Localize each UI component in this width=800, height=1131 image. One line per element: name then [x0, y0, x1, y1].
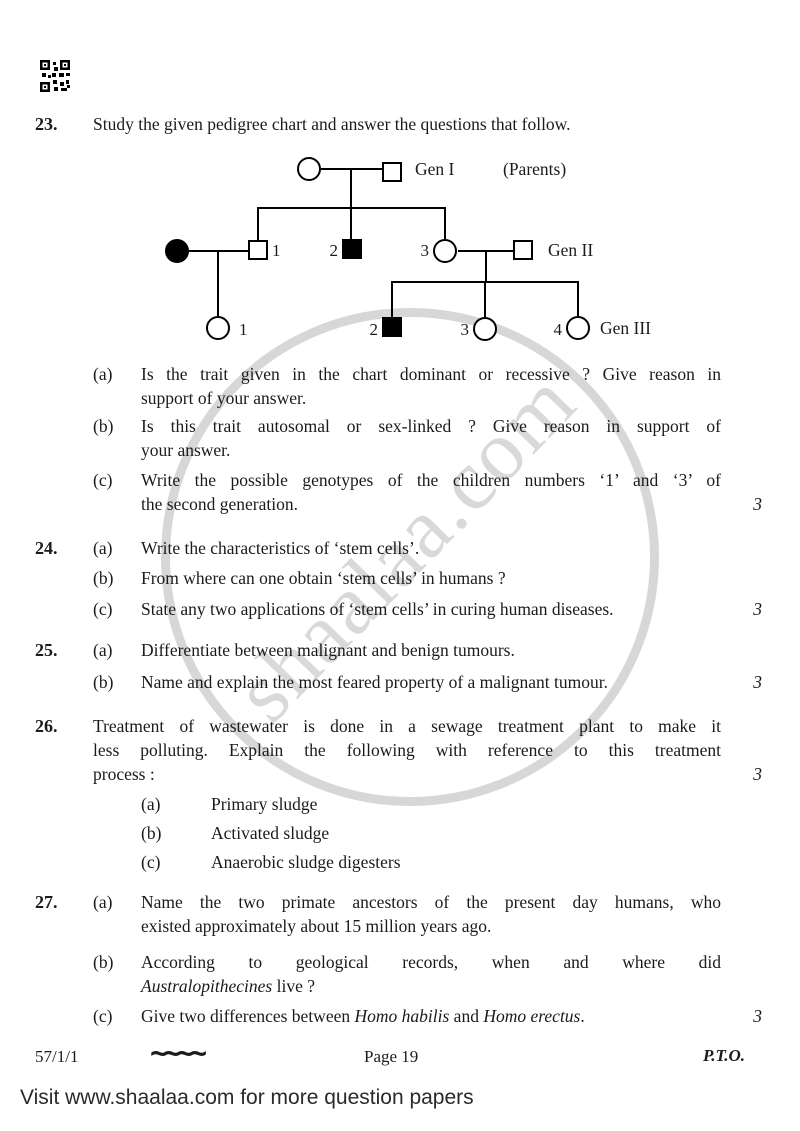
- part-text: Australopithecines live ?: [141, 974, 315, 998]
- part-label: (b): [93, 416, 114, 436]
- pedigree-line: [217, 251, 219, 316]
- question-number: 27.: [35, 892, 58, 912]
- gen3-number-1: 1: [239, 320, 248, 339]
- question-number: 23.: [35, 114, 58, 134]
- gen3-number-2: 2: [369, 320, 379, 339]
- parents-label: (Parents): [503, 159, 567, 179]
- pedigree-line: [577, 281, 579, 316]
- part-text: Give two differences between Homo habili…: [141, 1004, 585, 1028]
- part-label: (c): [141, 852, 161, 872]
- question-intro: less polluting. Explain the following wi…: [93, 740, 721, 760]
- part-label: (c): [93, 599, 113, 619]
- gen1-male-symbol: [382, 162, 402, 182]
- gen1-label: Gen I: [415, 159, 455, 179]
- question-number: 24.: [35, 538, 58, 558]
- part-label: (b): [93, 952, 114, 972]
- gen3-number-3: 3: [460, 320, 470, 339]
- pedigree-line: [350, 207, 352, 239]
- gen2-male-1-symbol: [248, 240, 268, 260]
- shaalaa-banner: Visit www.shaalaa.com for more question …: [20, 1086, 474, 1109]
- gen2-number-3: 3: [420, 241, 430, 260]
- page-number: Page 19: [364, 1047, 419, 1066]
- question-number: 26.: [35, 716, 58, 736]
- species-name: Australopithecines: [141, 976, 273, 996]
- part-label: (a): [93, 892, 113, 912]
- part-text: Name the two primate ancestors of the pr…: [141, 892, 721, 912]
- gen3-female-3-symbol: [473, 317, 497, 341]
- part-text: From where can one obtain ‘stem cells’ i…: [141, 568, 506, 588]
- part-label: (a): [141, 794, 161, 814]
- gen2-label: Gen II: [548, 240, 594, 260]
- part-text: support of your answer.: [141, 388, 307, 408]
- marks-value: 3: [753, 599, 762, 619]
- part-text: Differentiate between malignant and beni…: [141, 640, 515, 660]
- question-number: 25.: [35, 640, 58, 660]
- question-intro: Study the given pedigree chart and answe…: [93, 114, 571, 134]
- pedigree-line: [444, 207, 446, 239]
- gen2-affected-male-2-symbol: [342, 239, 362, 259]
- question-intro: process :: [93, 764, 155, 784]
- gen3-female-4-symbol: [566, 316, 590, 340]
- part-text-segment: and: [449, 1006, 484, 1026]
- part-text: Write the possible genotypes of the chil…: [141, 470, 721, 490]
- gen3-affected-male-2-symbol: [382, 317, 402, 337]
- gen2-spouse-male-symbol: [513, 240, 533, 260]
- species-name: Homo habilis: [354, 1006, 450, 1026]
- part-text: the second generation.: [141, 494, 298, 514]
- qr-code: [40, 60, 70, 92]
- pedigree-chart: Gen I (Parents) 1 2 3 Gen II 1 2 3 4 Gen…: [155, 150, 700, 355]
- pedigree-line: [257, 207, 259, 240]
- part-text-segment: Give two differences between: [141, 1006, 355, 1026]
- part-text: existed approximately about 15 million y…: [141, 916, 492, 936]
- part-text: Write the characteristics of ‘stem cells…: [141, 538, 420, 558]
- part-label: (c): [93, 470, 113, 490]
- paper-code: 57/1/1: [35, 1047, 79, 1066]
- pedigree-line: [484, 281, 486, 317]
- gen2-number-1: 1: [272, 241, 281, 260]
- pedigree-line: [485, 250, 487, 281]
- part-text: State any two applications of ‘stem cell…: [141, 599, 614, 619]
- part-text: your answer.: [141, 440, 231, 460]
- part-text: Primary sludge: [211, 794, 318, 814]
- pedigree-line: [391, 281, 393, 317]
- gen3-female-1-symbol: [206, 316, 230, 340]
- part-text: Activated sludge: [211, 823, 330, 843]
- gen3-number-4: 4: [553, 320, 563, 339]
- part-text-rest: live ?: [272, 976, 315, 996]
- gen2-female-3-symbol: [433, 239, 457, 263]
- part-text: Is this trait autosomal or sex-linked ? …: [141, 416, 721, 436]
- marks-value: 3: [753, 1006, 762, 1026]
- squiggle-mark: ~~~~: [150, 1036, 207, 1071]
- part-label: (a): [93, 640, 113, 660]
- species-name: Homo erectus: [483, 1006, 581, 1026]
- part-label: (c): [93, 1006, 113, 1026]
- marks-value: 3: [753, 764, 762, 784]
- part-text: Is the trait given in the chart dominant…: [141, 364, 721, 384]
- part-label: (a): [93, 364, 113, 384]
- gen2-affected-female-symbol: [165, 239, 189, 263]
- marks-value: 3: [753, 494, 762, 514]
- gen1-female-symbol: [297, 157, 321, 181]
- part-label: (b): [93, 568, 114, 588]
- marks-value: 3: [753, 672, 762, 692]
- gen3-label: Gen III: [600, 318, 652, 338]
- part-label: (b): [93, 672, 114, 692]
- watermark-ring: [161, 308, 659, 806]
- question-intro: Treatment of wastewater is done in a sew…: [93, 716, 721, 736]
- part-text: According to geological records, when an…: [141, 952, 721, 972]
- part-label: (b): [141, 823, 162, 843]
- part-text-segment: .: [580, 1006, 585, 1026]
- part-text: Name and explain the most feared propert…: [141, 672, 609, 692]
- gen2-number-2: 2: [329, 241, 339, 260]
- part-label: (a): [93, 538, 113, 558]
- pedigree-line: [350, 169, 352, 209]
- pto-label: P.T.O.: [703, 1046, 746, 1065]
- part-text: Anaerobic sludge digesters: [211, 852, 401, 872]
